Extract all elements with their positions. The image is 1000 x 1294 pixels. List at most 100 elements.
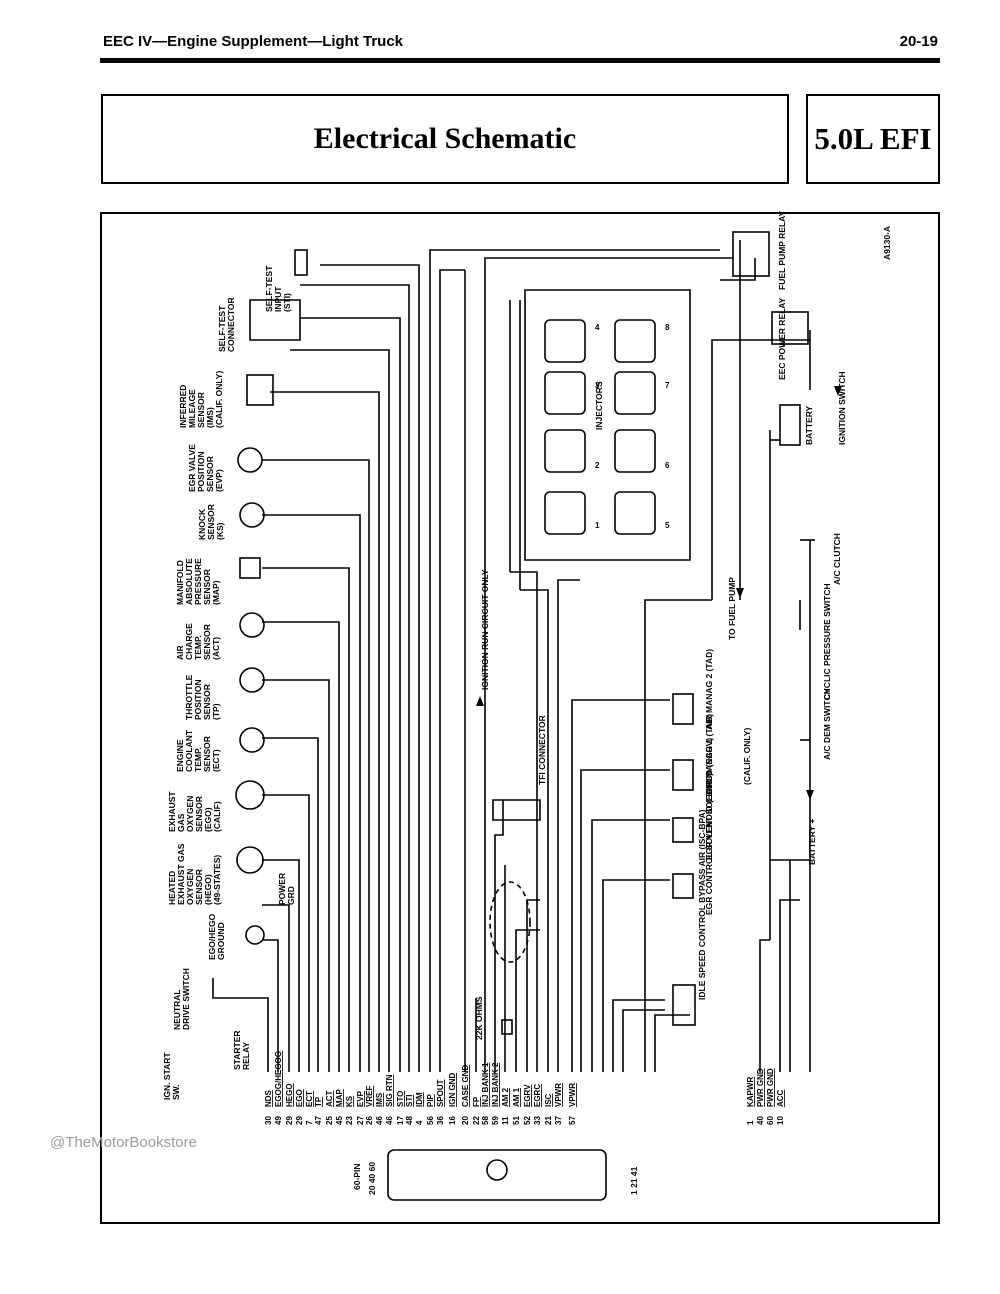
injector-icon: [544, 429, 586, 473]
ecu-connector-icon: [387, 1149, 607, 1201]
ego-ground-icon: [245, 925, 265, 945]
svg-text:AIR MANAG 2 (TAD): AIR MANAG 2 (TAD): [704, 649, 714, 730]
ignition-run-arrow-icon: [476, 696, 484, 706]
svg-text:EGR VENT SOLENOID (EGRV): EGR VENT SOLENOID (EGRV): [704, 738, 714, 860]
ecu-pin-label: 26VREF: [365, 1086, 374, 1125]
battery-plus-arrow-icon: [806, 790, 814, 800]
to-fuel-pump-arrow-icon: [736, 588, 744, 598]
header-title: EEC IV—Engine Supplement—Light Truck: [103, 33, 404, 50]
ecu-pin-label: 37VPWR: [554, 1083, 563, 1125]
engine-box: 5.0L EFI: [806, 94, 940, 184]
svg-text:60-PIN: 60-PIN: [352, 1164, 362, 1190]
injector-icon: [614, 319, 656, 363]
ecu-pin-label: 23KS: [345, 1095, 354, 1125]
svg-text:IDLE SPEED CONTROL BYPASS AIR: IDLE SPEED CONTROL BYPASS AIR (ISC-BPA): [697, 809, 707, 1000]
ecu-pin-label: 33EGRC: [533, 1084, 542, 1125]
svg-text:POWERGRD: POWERGRD: [277, 873, 296, 905]
injector-icon: [544, 491, 586, 535]
ecu-pin-label: 52EGRV: [523, 1084, 532, 1125]
svg-text:IGNITION RUN CIRCUIT ONLY: IGNITION RUN CIRCUIT ONLY: [480, 569, 490, 690]
arrows: [476, 386, 842, 800]
sti-connector-icon: [294, 249, 308, 276]
ecu-pin-label: 10ACC: [776, 1089, 785, 1125]
svg-text:5: 5: [665, 521, 670, 530]
svg-text:A9130-A: A9130-A: [882, 226, 892, 260]
sensor-symbols: [235, 249, 531, 1035]
ecu-pin-label: 59INJ BANK 2: [491, 1062, 500, 1125]
ecu-pin-label: 56PIP: [426, 1093, 435, 1125]
svg-text:FUEL PUMP RELAY: FUEL PUMP RELAY: [777, 210, 787, 290]
ecu-pin-label: 58INJ BANK 1: [481, 1062, 490, 1125]
ecu-pin-label: 30NDS: [264, 1089, 273, 1125]
injector-numbers: 4 8 3 7 2 6 1 5: [595, 323, 670, 530]
page-title: Electrical Schematic: [313, 122, 577, 155]
injector-grid: [544, 319, 656, 535]
ecu-pin-label: 40PWR GND: [756, 1068, 765, 1125]
engine-label: 5.0L EFI: [814, 121, 932, 156]
injector-icon: [614, 491, 656, 535]
svg-text:KNOCKSENSOR(KS): KNOCKSENSOR(KS): [197, 504, 225, 540]
injector-icon: [544, 371, 586, 415]
injector-icon: [614, 371, 656, 415]
isc-valve-icon: [672, 984, 696, 1026]
svg-text:EGR CONTROL SOLENOID (EGRC): EGR CONTROL SOLENOID (EGRC): [704, 773, 714, 915]
title-box: Electrical Schematic: [101, 94, 789, 184]
map-sensor-icon: [239, 557, 261, 579]
ecu-pin-label: 48STI: [405, 1095, 414, 1125]
ecu-pin-label: 29EGO: [295, 1089, 304, 1125]
svg-text:1: 1: [595, 521, 600, 530]
ecu-pin-label: 57VPWR: [568, 1083, 577, 1125]
battery-icon: [779, 404, 801, 446]
injector-icon: [614, 429, 656, 473]
svg-text:INFERREDMILEAGESENSOR(IMS)(CAL: INFERREDMILEAGESENSOR(IMS)(CALIF. ONLY): [178, 371, 224, 428]
svg-text:AIRCHARGETEMP.SENSOR(ACT): AIRCHARGETEMP.SENSOR(ACT): [175, 623, 221, 660]
svg-text:TFI CONNECTOR: TFI CONNECTOR: [537, 715, 547, 785]
svg-text:IGN. STARTSW.: IGN. STARTSW.: [162, 1052, 181, 1100]
ecu-pin-label: 21ISC: [544, 1093, 553, 1125]
ims-sensor-icon: [246, 374, 274, 406]
resistor-icon: [501, 1019, 513, 1035]
svg-text:1 21 41: 1 21 41: [629, 1166, 639, 1195]
ecu-pin-label: 7ECT: [305, 1091, 314, 1125]
svg-text:EEC POWER RELAY: EEC POWER RELAY: [777, 297, 787, 380]
ecu-pin-list: 30NDS49EGOG/HEGOG29HEGO29EGO7ECT47TP25AC…: [264, 1051, 785, 1125]
svg-text:20 40 60: 20 40 60: [367, 1162, 377, 1195]
svg-text:INJECTORS: INJECTORS: [594, 381, 604, 430]
svg-text:HEATEDEXHAUST GASOXYGENSENSOR(: HEATEDEXHAUST GASOXYGENSENSOR(HEGO)(49-S…: [167, 843, 222, 905]
shield-icon: [489, 881, 531, 963]
svg-text:IGNITION SWITCH: IGNITION SWITCH: [837, 371, 847, 445]
component-labels: SELF-TESTINPUT(STI) SELF-TESTCONNECTOR I…: [162, 210, 892, 1195]
svg-text:ENGINECOOLANTTEMP.SENSOR(ECT): ENGINECOOLANTTEMP.SENSOR(ECT): [175, 729, 221, 772]
ecu-pin-label: 29HEGO: [285, 1083, 294, 1125]
act-sensor-icon: [239, 612, 265, 638]
svg-text:NEUTRALDRIVE SWITCH: NEUTRALDRIVE SWITCH: [172, 968, 191, 1030]
evp-sensor-icon: [237, 447, 263, 473]
svg-text:8: 8: [665, 323, 670, 332]
injector-icon: [544, 319, 586, 363]
svg-text:A/C CLUTCH: A/C CLUTCH: [832, 533, 842, 585]
svg-text:TO FUEL PUMP: TO FUEL PUMP: [727, 577, 737, 640]
ecu-pin-label: 25ACT: [325, 1090, 334, 1125]
hego-sensor-icon: [236, 846, 264, 874]
tab-solenoid-icon: [672, 759, 694, 791]
wiring: [212, 240, 815, 1072]
fuel-pump-relay-icon: [732, 231, 770, 277]
ecu-pin-label: 51AM 1: [512, 1087, 521, 1125]
ecu-pin-label: 22FP: [472, 1096, 481, 1125]
tp-sensor-icon: [239, 667, 265, 693]
watermark: @TheMotorBookstore: [50, 1134, 197, 1151]
svg-text:3: 3: [595, 381, 600, 390]
svg-text:AIR MANAG 1 (TAB): AIR MANAG 1 (TAB): [704, 714, 714, 795]
ecu-pin-label: 45MAP: [335, 1089, 344, 1125]
page-number: 20-19: [899, 33, 938, 50]
ecu-pin-label: 36SPOUT: [436, 1079, 445, 1125]
svg-text:EGO/HEGOGROUND: EGO/HEGOGROUND: [207, 913, 226, 960]
svg-text:EXHAUSTGASOXYGENSENSOR(EGO)(CA: EXHAUSTGASOXYGENSENSOR(EGO)(CALIF): [167, 791, 222, 832]
ecu-pin-label: 11AM 2: [501, 1087, 510, 1125]
svg-text:BATTERY: BATTERY: [804, 405, 814, 445]
svg-text:(CALIF. ONLY): (CALIF. ONLY): [742, 728, 752, 785]
ignition-switch-arrow-icon: [834, 386, 842, 396]
svg-text:BATTERY +: BATTERY +: [807, 819, 817, 865]
right-components: [387, 231, 809, 1201]
